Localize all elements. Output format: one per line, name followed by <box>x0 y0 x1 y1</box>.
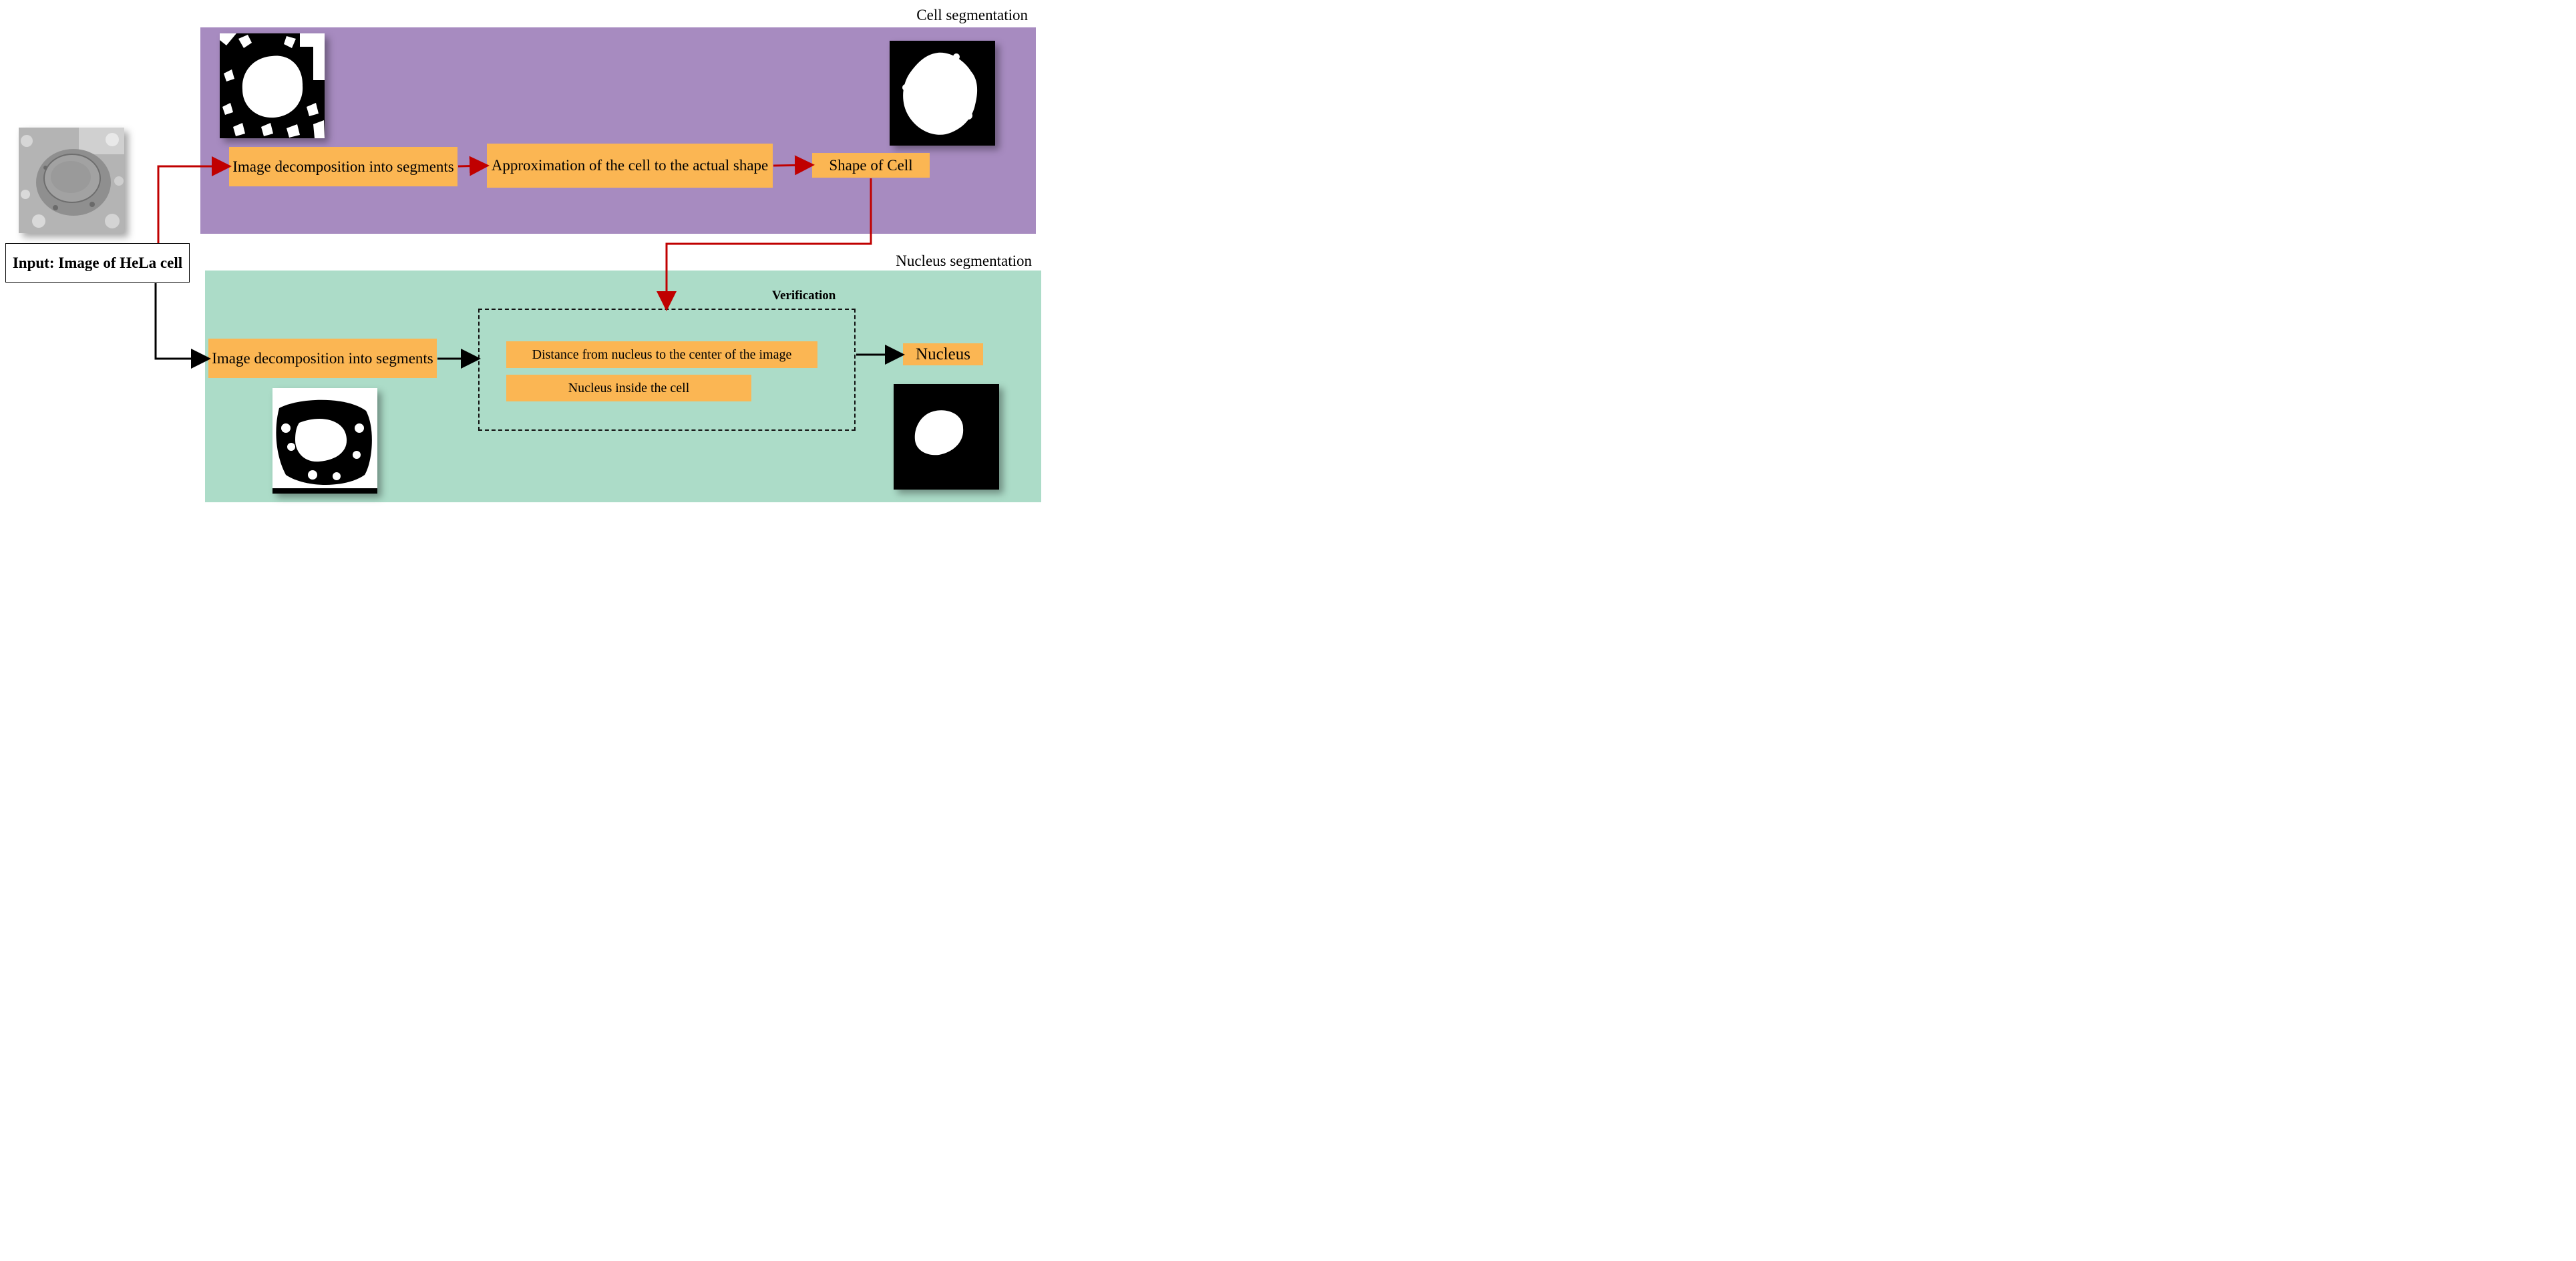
hela-input-graphic <box>19 128 124 233</box>
cell-decomposition-graphic <box>220 33 325 138</box>
nucleus-step-decomposition-box: Image decomposition into segments <box>208 339 437 378</box>
nucleus-decomposition-mask <box>272 388 377 494</box>
cell-segmentation-label: Cell segmentation <box>916 7 1028 23</box>
nucleus-output-mask <box>894 384 999 490</box>
cell-step-decomposition-box: Image decomposition into segments <box>229 147 457 186</box>
cell-shape-mask <box>890 41 995 146</box>
cell-decomposition-mask <box>220 33 325 138</box>
input-box: Input: Image of HeLa cell <box>5 243 190 283</box>
arrow-input-to-nucleus-decomposition <box>154 283 211 369</box>
cell-shape-box: Shape of Cell <box>812 153 930 178</box>
nucleus-output-box: Nucleus <box>903 343 983 365</box>
nucleus-decomposition-graphic <box>272 388 377 494</box>
inside-cell-check-box: Nucleus inside the cell <box>506 375 751 401</box>
verification-title: Verification <box>772 289 836 303</box>
nucleus-segmentation-label: Nucleus segmentation <box>896 252 1032 269</box>
cell-shape-graphic <box>890 41 995 146</box>
nucleus-output-graphic <box>894 384 999 490</box>
cell-step-approximation-box: Approximation of the cell to the actual … <box>487 144 773 188</box>
distance-check-box: Distance from nucleus to the center of t… <box>506 341 817 368</box>
hela-input-image <box>19 128 124 233</box>
verification-frame <box>478 309 856 431</box>
segmentation-diagram: Cell segmentation Nucleus segmentation I… <box>0 0 1047 512</box>
